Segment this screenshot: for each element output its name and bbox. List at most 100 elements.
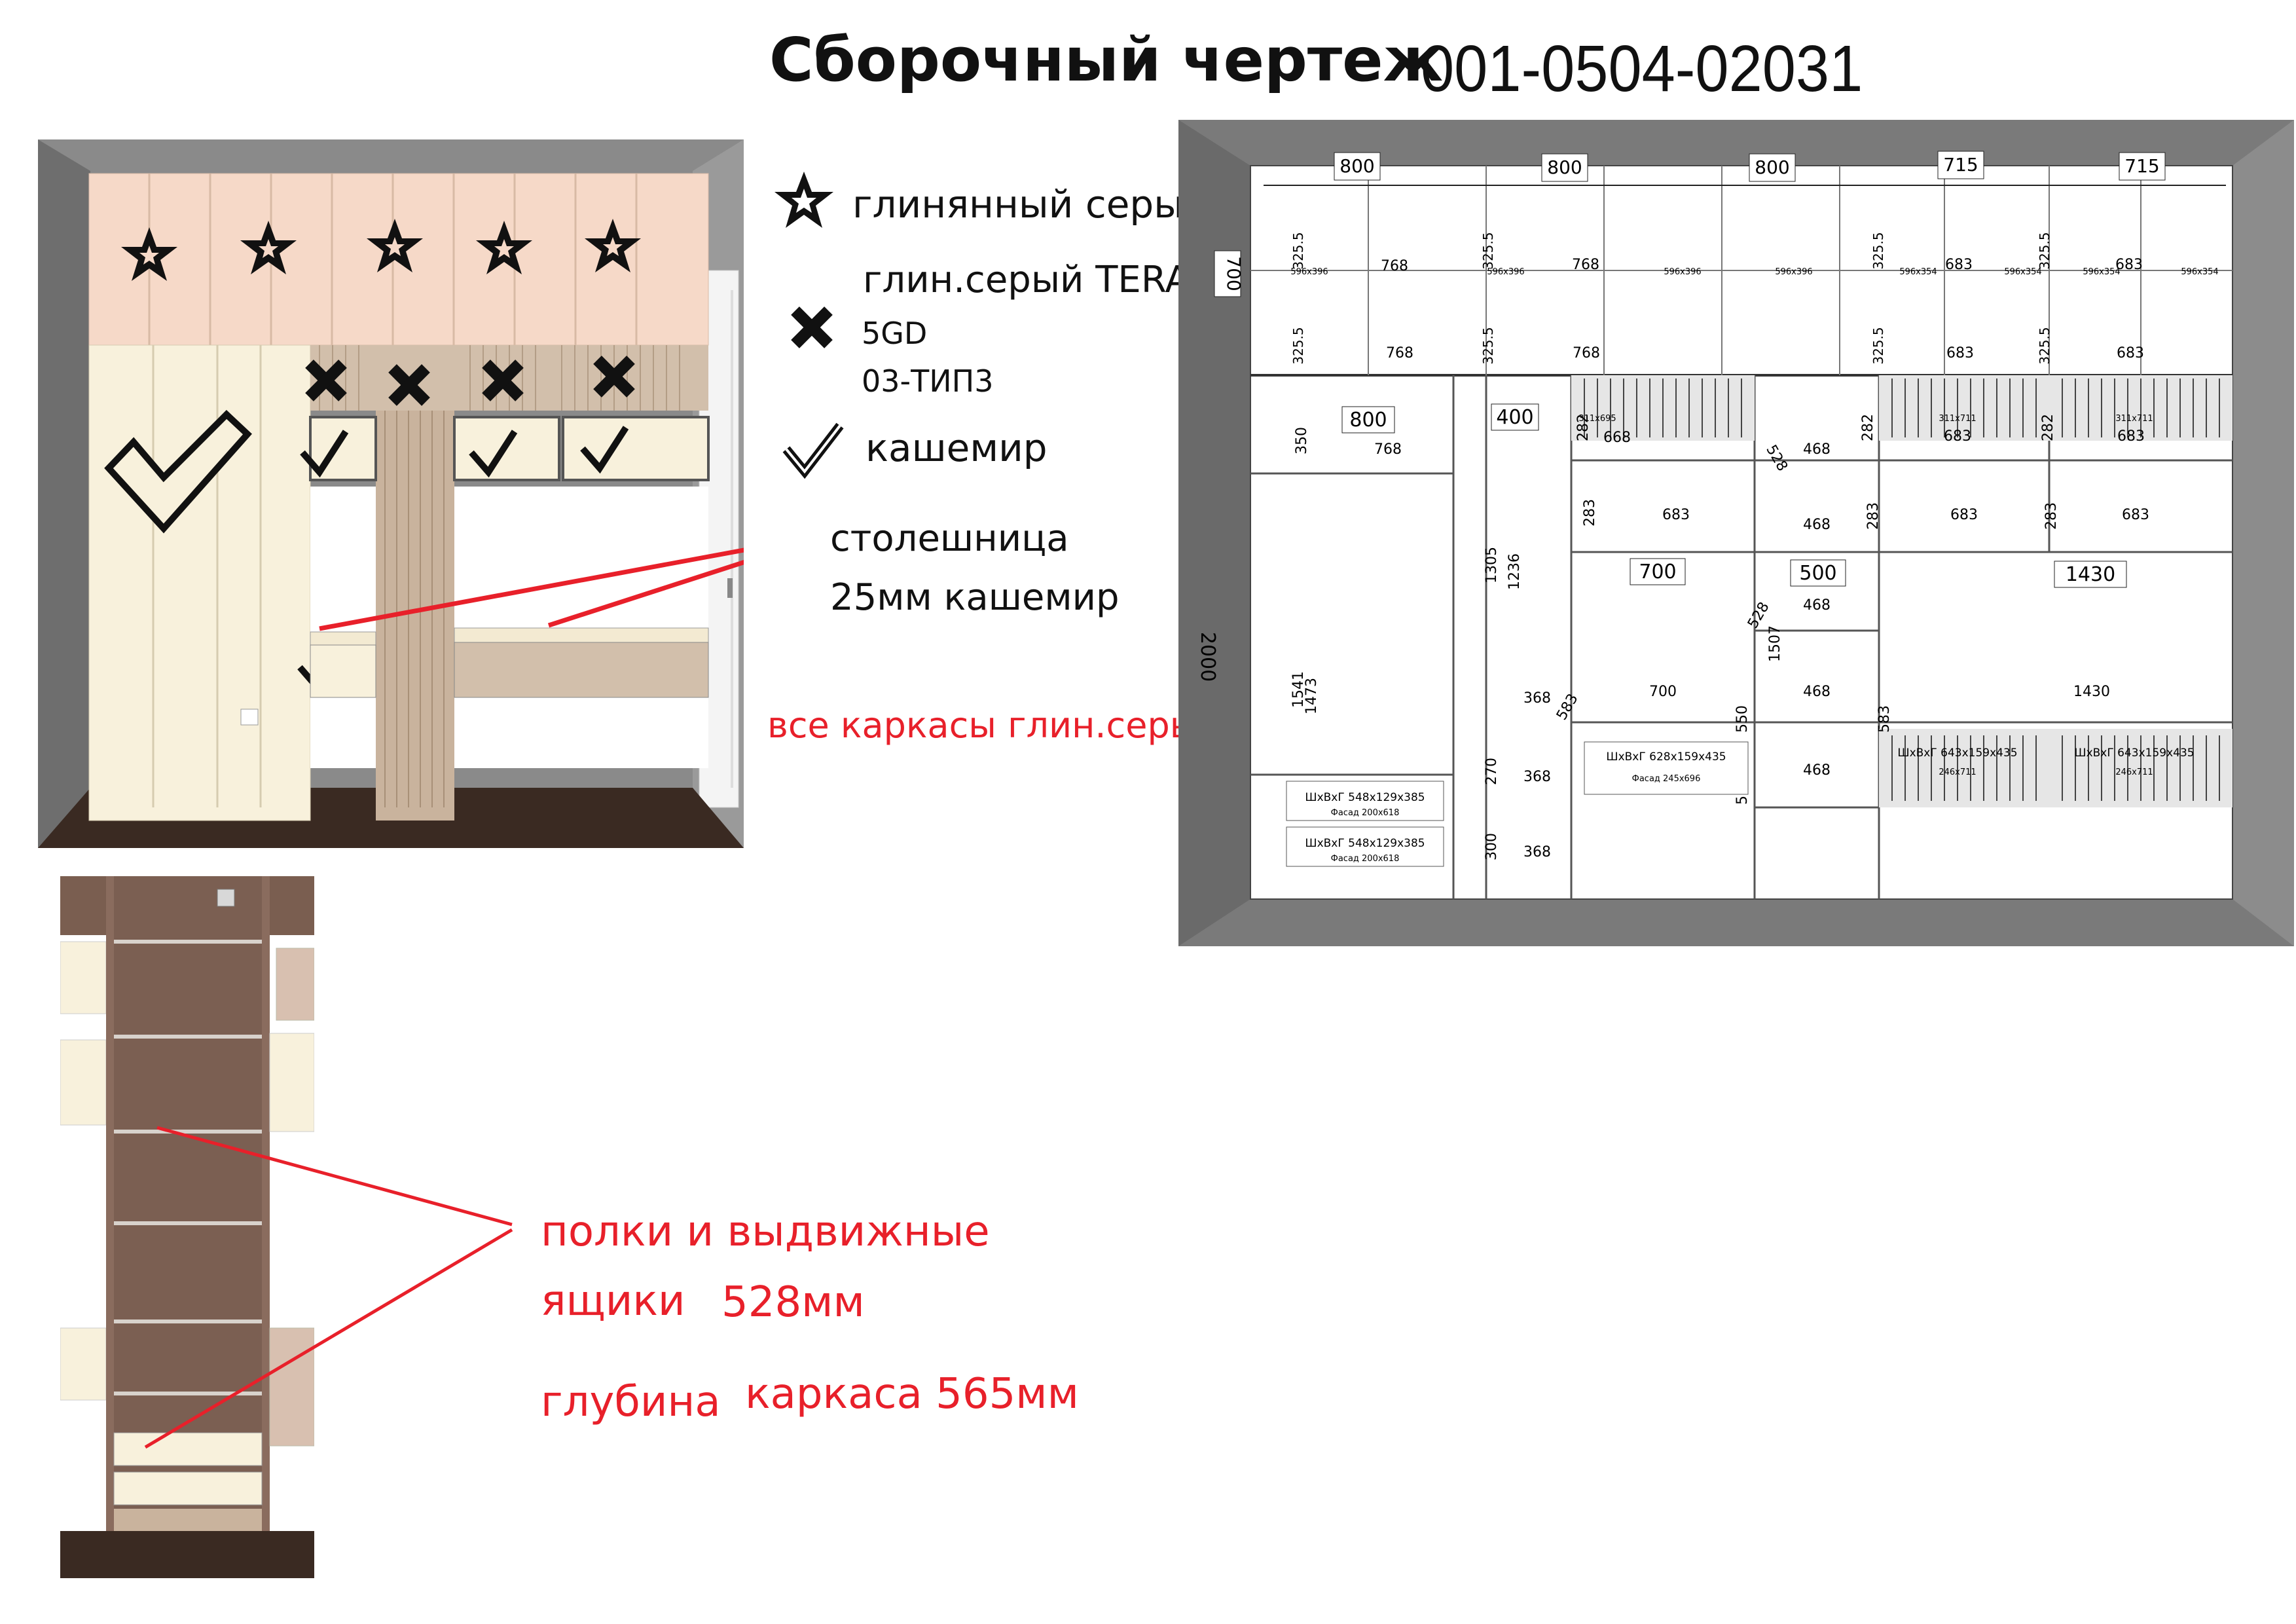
dim-label: 1507 — [1767, 625, 1783, 662]
dim-label: 1430 — [2073, 684, 2110, 700]
dim-label: 400 — [1496, 406, 1533, 429]
check-legend-icon — [782, 422, 844, 479]
dim-label: 368 — [1523, 844, 1551, 860]
dim-label: 283 — [1865, 502, 1882, 530]
mini-label: 596x396 — [1290, 267, 1328, 277]
dim-label: 1473 — [1303, 678, 1320, 714]
dim-label: 768 — [1386, 345, 1413, 361]
dim-label: 683 — [2117, 345, 2144, 361]
mini-label: 596x396 — [1664, 267, 1701, 277]
dim-label: 683 — [2117, 428, 2145, 445]
dim-label: 683 — [1662, 507, 1690, 523]
countertop-leaders — [319, 547, 744, 631]
dim-label: 468 — [1803, 441, 1831, 458]
dim-label: 283 — [1582, 499, 1598, 526]
slatted-panels — [1571, 375, 2232, 807]
dim-label: 468 — [1803, 517, 1831, 533]
shelves-value: 528мм — [721, 1278, 865, 1327]
dim-label: 283 — [2043, 502, 2060, 530]
dim-label: 715 — [1943, 154, 1978, 175]
dim-label-top-height: 700 — [1223, 256, 1245, 291]
dim-label: 350 — [1294, 427, 1310, 454]
open-shelf-3 — [562, 416, 710, 481]
drawer-label: ШхВхГ 628x159x435 — [1606, 750, 1726, 764]
dim-label: 325.5 — [1870, 232, 1886, 269]
wardrobe-section-render — [60, 876, 314, 1578]
legend-star-label: глинянный серый — [852, 182, 1209, 227]
dim-label: 325.5 — [1290, 327, 1306, 364]
dim-label: 683 — [1946, 345, 1974, 361]
drawer-label: ШхВхГ 643x159x435 — [1897, 747, 2017, 760]
left-wall — [38, 139, 90, 848]
dim-label: 683 — [1950, 507, 1978, 523]
mini-label: 311x695 — [1578, 414, 1616, 424]
drawer-label: ШхВхГ 643x159x435 — [2074, 747, 2194, 760]
dim-label: 668 — [1603, 430, 1631, 446]
dim-label: 1236 — [1506, 553, 1523, 590]
dim-label: 325.5 — [1480, 232, 1496, 269]
dim-label: 800 — [1339, 155, 1374, 177]
countertop-note-1: столешница — [830, 517, 1069, 560]
section-floor — [60, 1531, 314, 1578]
facade-label: Фасад 200x618 — [1331, 808, 1400, 818]
dim-label: 325.5 — [1870, 327, 1886, 364]
wardrobe-render-front — [38, 139, 744, 848]
depth-label: глубина — [541, 1378, 721, 1426]
door-handle-icon — [727, 578, 733, 598]
tall-wardrobe — [88, 344, 311, 821]
legend-check-label: кашемир — [866, 426, 1048, 470]
dim-label-total-height: 2000 — [1196, 632, 1219, 682]
section-drawer-1 — [113, 1432, 263, 1466]
dim-label: 325.5 — [2037, 232, 2052, 269]
dim-label: 468 — [1803, 684, 1831, 700]
legend-cross-label-3: 03-ТИП3 — [862, 363, 994, 399]
dim-label: 683 — [1945, 257, 1973, 273]
dim-label: 325.5 — [2037, 327, 2052, 364]
dim-label: 768 — [1381, 258, 1408, 274]
mini-label: 596x396 — [1775, 267, 1812, 277]
top-width-labels: 800 800 800 715 715 — [1334, 151, 2166, 182]
technical-drawing: 800 800 800 715 715 700 768 768 683 683 … — [1178, 120, 2294, 946]
shelves-note-1: полки и выдвижные — [541, 1208, 990, 1256]
dim-label: 768 — [1374, 441, 1402, 458]
dim-label: 768 — [1573, 345, 1600, 361]
dim-label: 325.5 — [1290, 232, 1306, 269]
dim-label: 368 — [1523, 769, 1551, 785]
dim-label: 715 — [2124, 155, 2159, 177]
dim-label: 683 — [1944, 428, 1971, 445]
dim-label: 468 — [1803, 762, 1831, 779]
desk-drawer-left — [310, 644, 376, 698]
mini-label: 246x711 — [1939, 767, 1976, 777]
wood-column — [376, 345, 454, 821]
shelves-note-2: ящики — [541, 1277, 685, 1325]
dim-label: 282 — [1575, 414, 1592, 441]
dim-label: 468 — [1803, 597, 1831, 614]
facade-label: Фасад 200x618 — [1331, 854, 1400, 864]
dim-label: 768 — [1572, 257, 1599, 273]
legend-cross-label-2: 5GD — [862, 316, 928, 351]
countertop-note-2: 25мм кашемир — [830, 576, 1120, 619]
dim-label: 300 — [1484, 833, 1500, 860]
check-marker-large — [104, 410, 252, 534]
dim-label: 700 — [1639, 561, 1676, 583]
dim-label: 1430 — [2066, 563, 2115, 586]
dim-label: 368 — [1523, 690, 1551, 707]
page-title: Сборочный чертеж — [769, 25, 1444, 95]
depth-value: каркаса 565мм — [745, 1370, 1079, 1418]
frames-note: все каркасы глин.серый — [767, 705, 1221, 746]
dim-label: 1541 — [1290, 671, 1307, 708]
mini-label: 596x354 — [2181, 267, 2218, 277]
document-number: 001-0504-02031 — [1421, 32, 1863, 105]
facade-label: Фасад 245x696 — [1632, 774, 1701, 784]
mini-label: 311x711 — [2115, 414, 2153, 424]
dim-label: 325.5 — [1480, 327, 1496, 364]
dim-label: 282 — [1860, 414, 1876, 441]
dim-label: 270 — [1484, 758, 1500, 785]
desk-drawer-right — [454, 642, 709, 698]
mini-label: 596x354 — [1899, 267, 1937, 277]
mini-label: 596x354 — [2004, 267, 2041, 277]
cross-legend-icon — [791, 306, 833, 348]
socket-icon — [240, 709, 259, 726]
dim-label: 583 — [1876, 705, 1893, 733]
